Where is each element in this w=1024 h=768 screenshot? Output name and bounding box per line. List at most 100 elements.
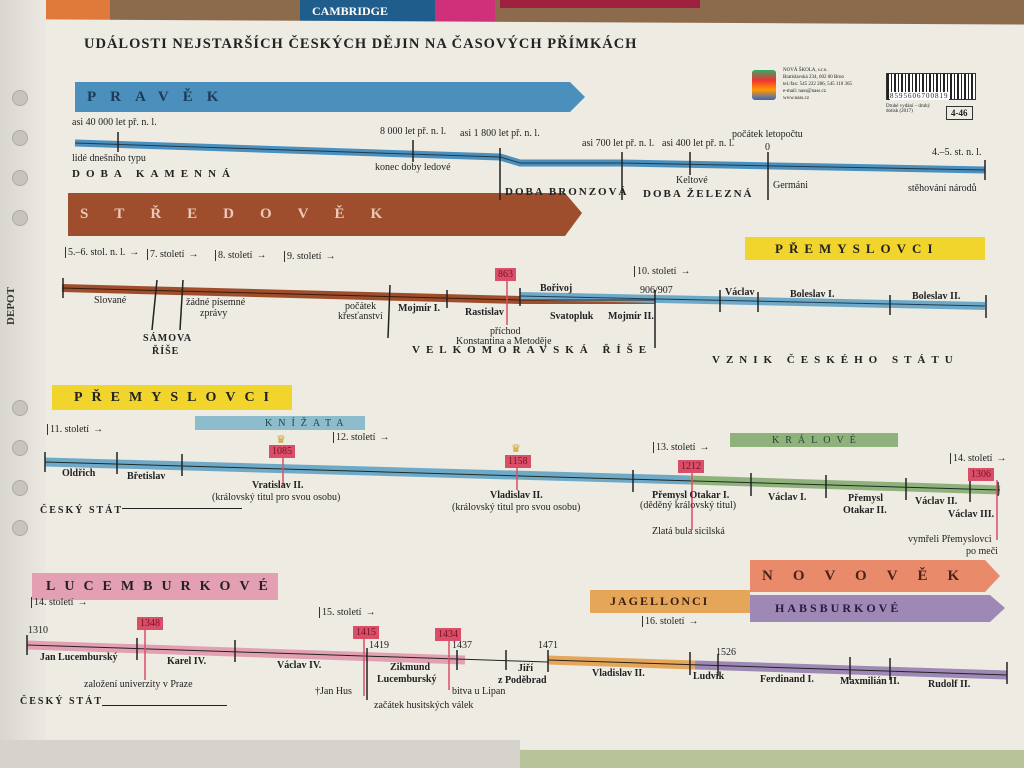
ruler-label: Maxmilián II. <box>840 676 900 687</box>
ruler-label: Břetislav <box>127 471 166 482</box>
pravek-label: lidé dnešního typu <box>72 153 146 164</box>
century-marker: 5.–6. stol. n. l. <box>65 247 139 258</box>
pravek-label: počátek letopočtu <box>732 129 803 140</box>
century-marker: 7. století <box>147 249 198 260</box>
ruler-label: Jan Lucemburský <box>40 652 118 663</box>
pravek-label: Germáni <box>773 180 808 191</box>
publisher-phone: tel./fax: 545 222 286, 545 110 365 <box>783 82 852 87</box>
lucemburkove-banner: LUCEMBURKOVÉ <box>46 578 277 594</box>
pravek-era: DOBA KAMENNÁ <box>72 168 236 180</box>
ruler-note: Zlatá bula sicilská <box>652 526 725 537</box>
publisher-logo <box>752 70 776 100</box>
pravek-era: DOBA BRONZOVÁ <box>505 186 629 198</box>
year-label: 1310 <box>28 625 48 636</box>
premyslovci-banner: PŘEMYSLOVCI <box>74 389 279 405</box>
jagellonci-banner: JAGELLONCI <box>610 594 710 608</box>
stredovek-era: VELKOMORAVSKÁ ŘÍŠE <box>412 344 653 356</box>
stredovek-label: 906/907 <box>640 285 673 296</box>
arrow-icon <box>122 508 242 509</box>
page-title: UDÁLOSTI NEJSTARŠÍCH ČESKÝCH DĚJIN NA ČA… <box>84 36 638 52</box>
red-folder <box>500 0 700 8</box>
ruler-label: Přemysl <box>848 493 883 504</box>
cesky-stat-label: ČESKÝ STÁT <box>20 696 104 707</box>
ruler-note: po meči <box>966 546 998 557</box>
publisher-web: www.nass.cz <box>783 96 810 101</box>
ruler-label: Rudolf II. <box>928 679 971 690</box>
knizata-banner: KNÍŽATA <box>265 417 350 429</box>
stredovek-label: Boleslav I. <box>790 289 835 300</box>
pravek-label: asi 700 let př. n. l. <box>582 138 655 149</box>
ruler-label: Václav I. <box>768 492 807 503</box>
ruler-note: začátek husitských válek <box>374 700 474 711</box>
stredovek-label: Svatopluk <box>550 311 594 322</box>
ruler-note: bitva u Lipan <box>452 686 506 697</box>
century-marker: 8. století <box>215 250 266 261</box>
publisher-name: NOVÁ ŠKOLA, s.r.o. <box>783 68 828 73</box>
ruler-label: z Poděbrad <box>498 675 547 686</box>
ruler-note: (královský titul pro svou osobu) <box>452 502 581 513</box>
year-marker: 863 <box>495 268 516 281</box>
pravek-label: 4.–5. st. n. l. <box>932 147 982 158</box>
century-marker: 13. století <box>653 442 709 453</box>
ruler-label: Vladislav II. <box>592 668 645 679</box>
publisher-address: Bratislavská 234, 602 00 Brno <box>783 75 844 80</box>
ruler-label: Vladislav II. <box>490 490 543 501</box>
ruler-label: Lucemburský <box>377 674 437 685</box>
pravek-label: konec doby ledové <box>375 162 451 173</box>
year-marker: 1085 <box>269 445 295 458</box>
stredovek-label: Slované <box>94 295 127 306</box>
pravek-era: DOBA ŽELEZNÁ <box>643 188 754 200</box>
ruler-label: Václav II. <box>915 496 958 507</box>
pravek-label: asi 400 let př. n. l. <box>662 138 735 149</box>
ruler-label: Otakar II. <box>843 505 887 516</box>
stredovek-label: žádné písemné <box>186 297 246 308</box>
ruler-label: Ferdinand I. <box>760 674 814 685</box>
stredovek-label: křesťanství <box>338 311 383 322</box>
stredovek-label: počátek <box>345 301 377 312</box>
cesky-stat-label: ČESKÝ STÁT <box>40 505 124 516</box>
year-label: 1437 <box>452 640 472 651</box>
stredovek-label: ŘÍŠE <box>152 346 180 357</box>
crown-icon: ♛ <box>511 443 521 455</box>
stredovek-label: příchod <box>490 326 521 337</box>
ruler-label: Karel IV. <box>167 656 207 667</box>
stredovek-label: Václav <box>725 287 755 298</box>
kralove-banner: KRÁLOVÉ <box>772 434 862 446</box>
ruler-label: Jiří <box>518 663 533 674</box>
stredovek-label: Mojmír I. <box>398 303 441 314</box>
pravek-label: Keltové <box>676 175 708 186</box>
year-marker: 1212 <box>678 460 704 473</box>
ruler-label: Václav IV. <box>277 660 322 671</box>
ruler-note: vymřeli Přemyslovci <box>908 534 992 545</box>
stredovek-banner: STŘEDOVĚK <box>80 206 409 222</box>
year-label: 1419 <box>369 640 389 651</box>
pravek-label: 0 <box>765 142 770 153</box>
ruler-label: Vratislav II. <box>252 480 304 491</box>
stredovek-label: SÁMOVA <box>143 333 193 344</box>
pravek-label: asi 1 800 let př. n. l. <box>460 128 540 139</box>
stredovek-label: Konstantina a Metoděje <box>456 336 552 347</box>
century-marker: 10. století <box>634 266 690 277</box>
year-label: 1471 <box>538 640 558 651</box>
habsburkove-banner: HABSBURKOVÉ <box>775 601 902 615</box>
crown-icon: ♛ <box>276 434 286 446</box>
ruler-note: založení univerzity v Praze <box>84 679 193 690</box>
publisher-email: e-mail: nass@nass.cz <box>783 89 826 94</box>
stredovek-label: Boleslav II. <box>912 291 961 302</box>
pravek-label: asi 40 000 let př. n. l. <box>72 117 157 128</box>
barcode-number: 8595606700819 <box>890 92 949 100</box>
premyslovci-banner: PŘEMYSLOVCI <box>775 240 939 256</box>
ruler-label: Václav III. <box>948 509 995 520</box>
century-marker: 11. století <box>47 424 103 435</box>
year-marker: 1306 <box>968 468 994 481</box>
ruler-note: †Jan Hus <box>315 686 352 697</box>
ruler-label: Ludvík <box>693 671 725 682</box>
century-marker: 14. století <box>950 453 1006 464</box>
novovek-banner: NOVOVĚK <box>762 567 980 584</box>
century-marker: 9. století <box>284 251 335 262</box>
pravek-label: 8 000 let př. n. l. <box>380 126 447 137</box>
stredovek-label: Rastislav <box>465 307 504 318</box>
stredovek-label: Bořivoj <box>540 283 573 294</box>
ruler-label: Přemysl Otakar I. <box>652 490 730 501</box>
pravek-banner: PRAVĚK <box>87 88 233 105</box>
